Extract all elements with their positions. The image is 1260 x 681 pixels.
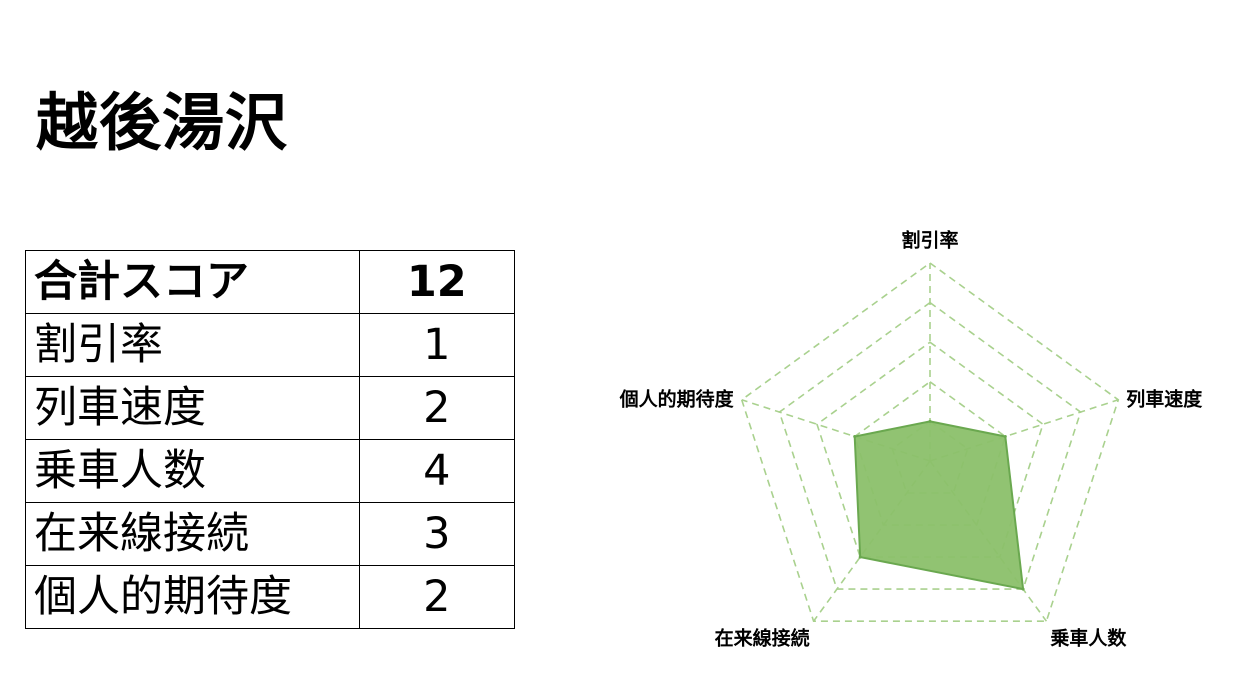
data-area (853, 420, 1025, 591)
data-point (858, 555, 862, 559)
data-point (853, 435, 857, 438)
total-score-label: 合計スコア (25, 250, 360, 314)
table-row: 割引率 1 (25, 313, 516, 377)
total-score-value: 12 (358, 250, 516, 314)
page-title: 越後湯沢 (36, 86, 289, 159)
axis-label: 割引率 (901, 229, 958, 252)
row-value: 3 (358, 502, 516, 566)
data-point (1021, 587, 1025, 591)
row-label: 個人的期待度 (25, 565, 360, 629)
data-point (928, 419, 932, 423)
row-label: 乗車人数 (25, 439, 360, 503)
data-point (1003, 435, 1007, 438)
row-label: 割引率 (25, 313, 360, 377)
row-value: 4 (358, 439, 516, 503)
table-row: 在来線接続 3 (25, 502, 516, 566)
grid-ring (740, 262, 1120, 623)
table-row: 乗車人数 4 (25, 439, 516, 503)
table-row-total: 合計スコア 12 (25, 250, 516, 314)
table-row: 列車速度 2 (25, 376, 516, 440)
row-value: 2 (358, 376, 516, 440)
axis-label: 乗車人数 (1050, 627, 1127, 650)
grid-spoke (741, 399, 931, 462)
axis-label: 在来線接続 (715, 627, 810, 650)
table-row: 個人的期待度 2 (25, 565, 516, 629)
row-label: 列車速度 (25, 376, 360, 440)
axis-label: 個人的期待度 (619, 387, 735, 410)
grid-spoke (929, 399, 1119, 462)
score-table: 合計スコア 12 割引率 1 列車速度 2 乗車人数 4 在来線接続 3 個人的… (25, 250, 516, 629)
row-label: 在来線接続 (25, 502, 360, 566)
row-value: 2 (358, 565, 516, 629)
row-value: 1 (358, 313, 516, 377)
axis-label: 列車速度 (1126, 387, 1203, 410)
